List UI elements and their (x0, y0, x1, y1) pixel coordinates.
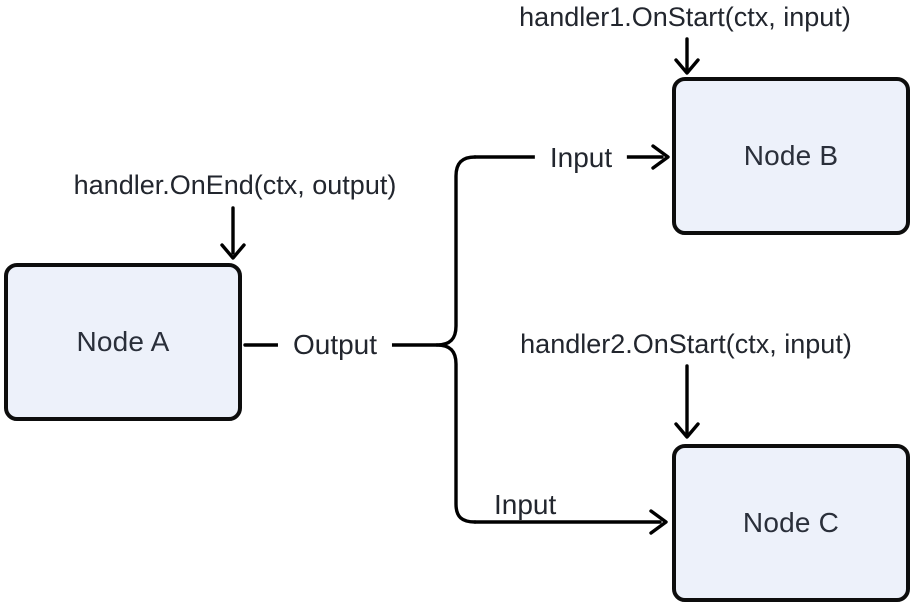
output-edge-label: Output (277, 329, 393, 361)
arrow-right-icon (651, 144, 670, 170)
node-a: Node A (4, 263, 242, 421)
handler-onend-annotation: handler.OnEnd(ctx, output) (73, 170, 397, 200)
fork-brace (435, 155, 477, 524)
node-c: Node C (672, 444, 910, 602)
arrow-right-icon (649, 509, 668, 535)
arrow-down-icon (220, 243, 246, 260)
node-b-label: Node B (743, 140, 839, 171)
handler2-onstart-annotation: handler2.OnStart(ctx, input) (520, 329, 852, 359)
input-edge-label-to-b: Input (534, 142, 628, 174)
arrow-down-icon (674, 58, 700, 75)
arrow-down-icon (674, 422, 700, 439)
node-a-label: Node A (76, 326, 170, 357)
input-edge-label-to-c: Input (494, 489, 557, 520)
handler1-onstart-annotation: handler1.OnStart(ctx, input) (519, 2, 851, 32)
node-b: Node B (672, 77, 910, 235)
node-c-label: Node C (742, 507, 840, 538)
